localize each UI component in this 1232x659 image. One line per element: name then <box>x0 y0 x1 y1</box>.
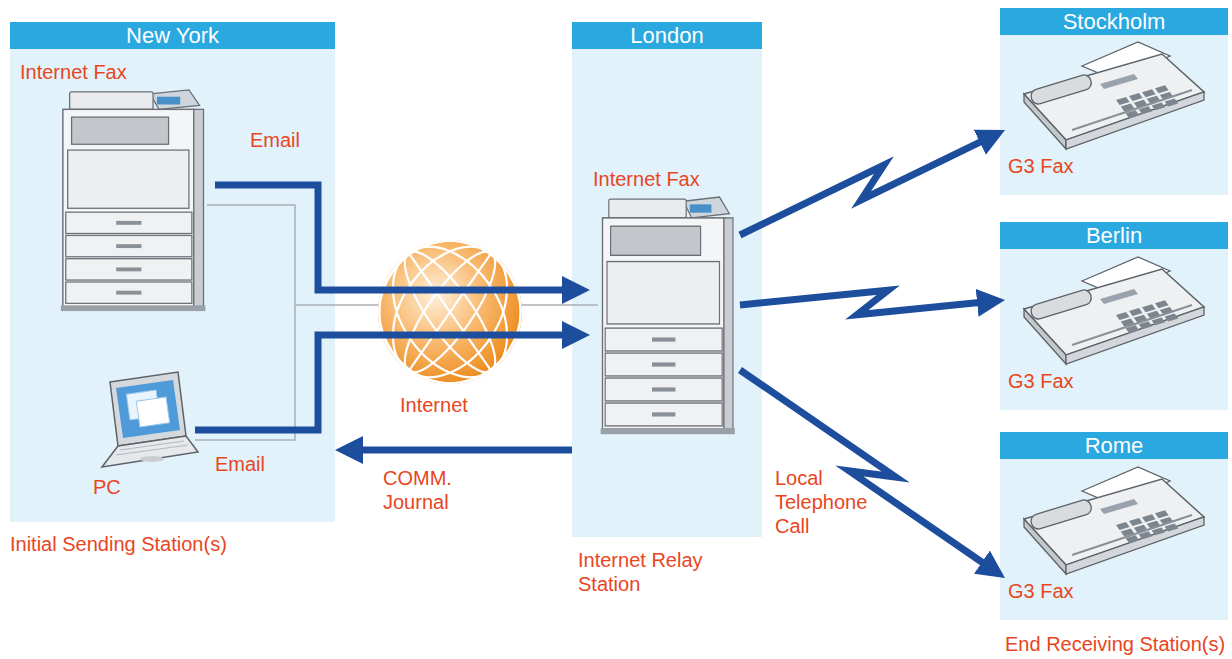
device-label: Internet Fax <box>20 60 127 84</box>
internet-cloud: Internet <box>375 238 525 418</box>
device-label: G3 Fax <box>1008 369 1074 393</box>
device-label: G3 Fax <box>1008 579 1074 603</box>
location-header: Berlin <box>1000 222 1228 249</box>
station-role-label: Internet Relay Station <box>578 548 738 596</box>
device-label: PC <box>93 475 121 499</box>
device-label: Internet <box>400 393 468 417</box>
flow-arrow <box>740 134 997 235</box>
device-label: G3 Fax <box>1008 154 1074 178</box>
location-header: Stockholm <box>1000 8 1228 35</box>
g3-fax: G3 Fax <box>1005 40 1215 180</box>
flow-arrow <box>195 335 582 430</box>
fax-illustration <box>1024 42 1204 149</box>
internet-fax: Internet Fax <box>15 58 215 308</box>
mfp-illustration <box>61 90 206 311</box>
station-role-label: Initial Sending Station(s) <box>10 532 227 556</box>
fax-illustration <box>1024 467 1204 574</box>
flow-arrow <box>215 185 582 290</box>
mfp-illustration <box>601 197 735 434</box>
location-header: New York <box>10 22 335 49</box>
edge-label: COMM. Journal <box>383 466 463 514</box>
flow-arrow <box>740 290 997 315</box>
laptop-illustration <box>102 372 198 467</box>
location-panel: New YorkInternet FaxPC <box>10 22 335 522</box>
location-panel: Stockholm G3 Fax <box>1000 8 1228 195</box>
flow-arrow <box>740 370 998 573</box>
flow-arrow <box>343 447 572 454</box>
location-panel: Berlin G3 Fax <box>1000 222 1228 410</box>
pc: PC <box>85 375 195 500</box>
globe-illustration <box>346 205 555 420</box>
location-header: London <box>572 22 762 49</box>
station-role-label: End Receiving Station(s) <box>1005 632 1225 656</box>
g3-fax: G3 Fax <box>1005 465 1215 605</box>
location-header: Rome <box>1000 432 1228 459</box>
g3-fax: G3 Fax <box>1005 255 1215 395</box>
edge-label: Local Telephone Call <box>775 466 875 538</box>
internet-fax: Internet Fax <box>590 165 740 440</box>
location-panel: Rome G3 Fax <box>1000 432 1228 620</box>
device-label: Internet Fax <box>593 167 700 191</box>
location-panel: LondonInternet Fax <box>572 22 762 537</box>
network-line <box>195 205 598 440</box>
fax-illustration <box>1024 257 1204 364</box>
